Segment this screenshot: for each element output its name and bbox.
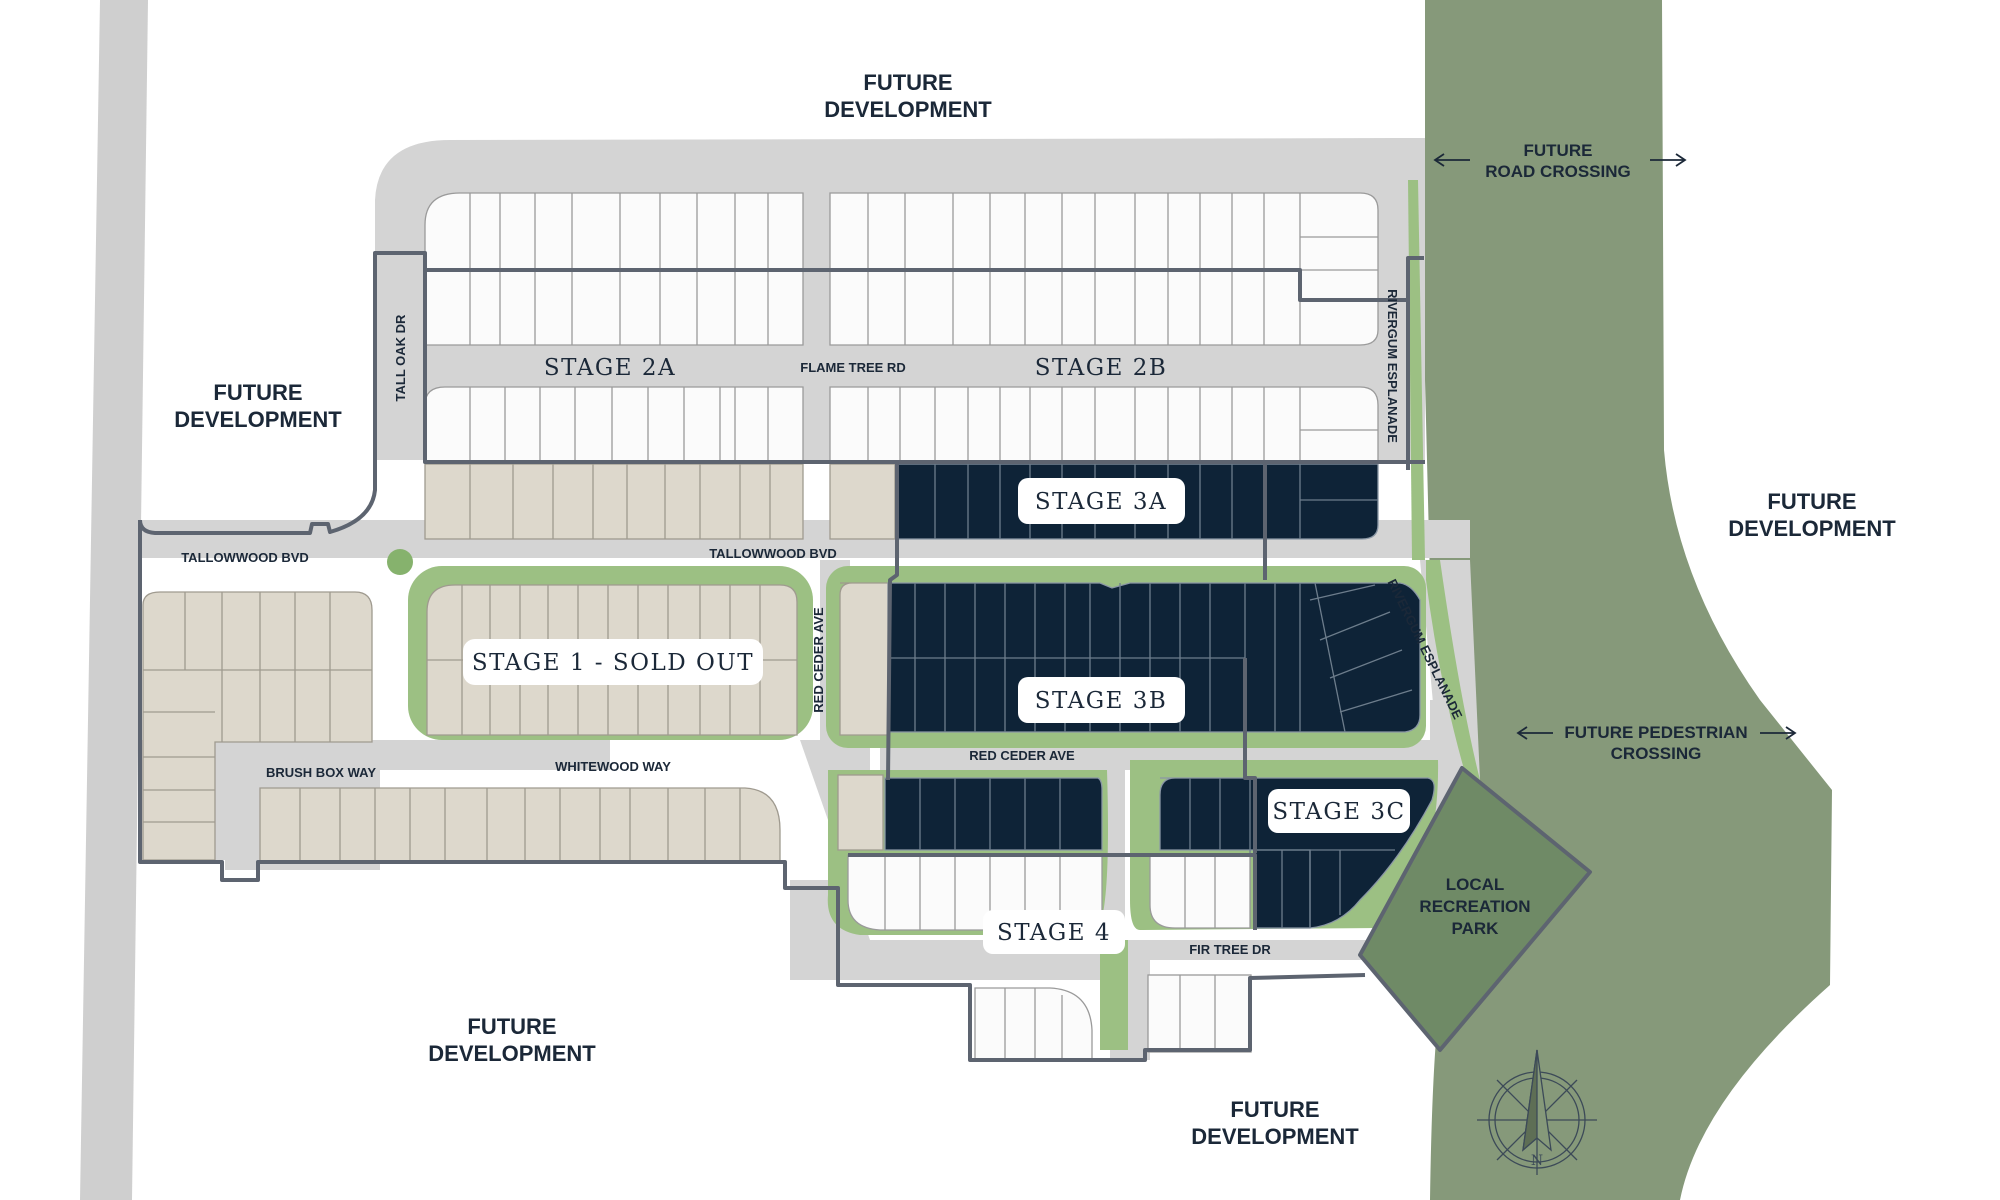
arrow-left-icon <box>1516 726 1553 740</box>
road-label-tall-oak: TALL OAK DR <box>393 314 408 402</box>
stage-3c-label: STAGE 3C <box>1272 799 1405 825</box>
recreation-park <box>1360 768 1590 1050</box>
future-dev-top-line2: DEVELOPMENT <box>824 97 992 122</box>
pedestrian-crossing-line1: FUTURE PEDESTRIAN <box>1564 723 1747 742</box>
road-crossing-marker: FUTURE ROAD CROSSING <box>1433 141 1687 181</box>
road-label-red-ceder: RED CEDER AVE <box>969 748 1075 763</box>
stage-2b-label: STAGE 2B <box>1035 355 1167 381</box>
lots-stage2-south <box>424 386 1379 463</box>
future-dev-bottom-left-line1: FUTURE <box>467 1014 556 1039</box>
stage-3a-tag: STAGE 3A <box>1018 478 1185 524</box>
lots-stage3c-west <box>884 777 1103 851</box>
pedestrian-crossing-marker: FUTURE PEDESTRIAN CROSSING <box>1516 723 1797 763</box>
lots-red-ceder-column <box>837 582 889 851</box>
future-dev-bottom-left-line2: DEVELOPMENT <box>428 1041 596 1066</box>
lots-stage1-south <box>259 787 781 863</box>
stage-3b-label: STAGE 3B <box>1035 688 1167 714</box>
road-label-fir-tree: FIR TREE DR <box>1189 942 1271 957</box>
stage-4-tag: STAGE 4 <box>983 910 1125 954</box>
lots-stage1-north-row <box>424 463 896 540</box>
future-dev-right-line1: FUTURE <box>1767 489 1856 514</box>
arrow-right-icon <box>1650 153 1687 167</box>
stage-3b-tag: STAGE 3B <box>1018 677 1185 723</box>
stage-2a-label: STAGE 2A <box>544 355 676 381</box>
park-label-line1: LOCAL <box>1446 875 1505 894</box>
park-label-line2: RECREATION <box>1419 897 1530 916</box>
pedestrian-crossing-line2: CROSSING <box>1611 744 1702 763</box>
road-label-flame-tree: FLAME TREE RD <box>800 360 905 375</box>
lots-stage1-west <box>142 591 373 861</box>
future-dev-left-line2: DEVELOPMENT <box>174 407 342 432</box>
future-dev-right-line2: DEVELOPMENT <box>1728 516 1896 541</box>
road-label-whitewood: WHITEWOOD WAY <box>555 759 671 774</box>
stage-4-label: STAGE 4 <box>997 920 1111 946</box>
road-crossing-line1: FUTURE <box>1524 141 1593 160</box>
park-label-line3: PARK <box>1452 919 1500 938</box>
future-dev-bottom-mid-line1: FUTURE <box>1230 1097 1319 1122</box>
future-dev-left-line1: FUTURE <box>213 380 302 405</box>
road-label-tallowwood-mid: TALLOWWOOD BVD <box>709 546 837 561</box>
road-label-brush-box: BRUSH BOX WAY <box>266 765 376 780</box>
stage-1-tag: STAGE 1 - SOLD OUT <box>463 639 763 685</box>
future-dev-top-line1: FUTURE <box>863 70 952 95</box>
roundabout-island <box>387 549 413 575</box>
stage-1-label: STAGE 1 - SOLD OUT <box>472 650 754 676</box>
western-road <box>80 0 148 1200</box>
arrow-right-icon <box>1760 726 1797 740</box>
stage-boundaries <box>138 251 1592 1062</box>
road-crossing-line2: ROAD CROSSING <box>1485 162 1630 181</box>
road-label-tallowwood-west: TALLOWWOOD BVD <box>181 550 309 565</box>
road-label-rivergum-north: RIVERGUM ESPLANADE <box>1385 289 1400 443</box>
north-compass-icon: N <box>1477 1049 1597 1175</box>
compass-n-label: N <box>1531 1153 1543 1169</box>
future-dev-bottom-mid-line2: DEVELOPMENT <box>1191 1124 1359 1149</box>
stage-3a-label: STAGE 3A <box>1035 489 1167 515</box>
arrow-left-icon <box>1433 153 1470 167</box>
stage-3c-tag: STAGE 3C <box>1268 789 1410 833</box>
road-label-red-ceder-vertical: RED CEDER AVE <box>811 607 826 713</box>
